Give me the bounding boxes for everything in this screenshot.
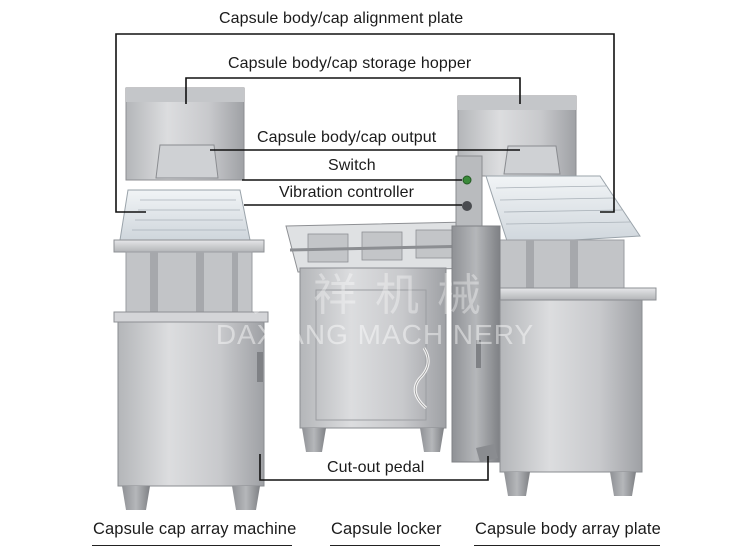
- label-alignment-plate: Capsule body/cap alignment plate: [217, 9, 466, 29]
- right-plate-grid: [495, 185, 631, 225]
- left-output-chute: [155, 144, 219, 179]
- left-alignment-plate: [119, 189, 251, 241]
- right-inner-posts: [526, 240, 578, 296]
- right-inner-frame: [499, 239, 625, 297]
- left-table-top: [113, 239, 265, 253]
- leader-storage-hopper: [185, 77, 521, 104]
- vibration-knob: [462, 201, 472, 211]
- left-cabinet-lip: [113, 311, 269, 323]
- label-body-array-plate: Capsule body array plate: [475, 520, 661, 538]
- label-vibration-controller: Vibration controller: [277, 183, 417, 203]
- label-cutout-pedal: Cut-out pedal: [325, 458, 427, 478]
- locker-crossbar: [289, 244, 477, 252]
- left-handle: [257, 352, 263, 382]
- watermark-english: DAXIANG MACHINERY: [216, 319, 534, 350]
- left-inner-posts: [150, 252, 238, 312]
- right-pedal: [476, 444, 498, 462]
- right-handle: [476, 340, 481, 368]
- right-cabinet: [499, 299, 643, 473]
- leader-lines: [115, 33, 615, 481]
- underline-capsule-locker: [330, 545, 440, 546]
- cap-array-machine: [113, 87, 269, 510]
- capsule-locker-machine: [285, 221, 481, 452]
- right-control-box: [455, 155, 483, 227]
- left-leg-left: [122, 486, 150, 510]
- label-switch: Switch: [326, 156, 378, 176]
- locker-leg-left: [302, 428, 326, 452]
- label-cap-array-machine: Capsule cap array machine: [93, 520, 297, 538]
- underline-body-array-plate: [474, 545, 660, 546]
- label-output: Capsule body/cap output: [255, 128, 439, 148]
- switch-button: [462, 175, 472, 185]
- label-storage-hopper: Capsule body/cap storage hopper: [226, 54, 474, 74]
- right-output-chute: [503, 145, 561, 175]
- right-leg-left: [504, 472, 530, 496]
- right-hopper-rim: [458, 96, 576, 110]
- right-leg-right: [610, 472, 636, 496]
- underline-cap-array-machine: [92, 545, 292, 546]
- right-table-top: [491, 287, 657, 301]
- left-hopper-rim: [126, 88, 244, 102]
- left-cabinet: [117, 311, 265, 487]
- locker-leg-right: [420, 428, 444, 452]
- body-array-machine: [451, 95, 657, 496]
- leader-alignment-plate: [115, 33, 615, 213]
- left-inner-frame: [125, 251, 253, 313]
- right-alignment-plate: [485, 175, 641, 245]
- label-capsule-locker: Capsule locker: [331, 520, 442, 538]
- left-plate-grid: [132, 199, 246, 231]
- watermark-chinese: 大祥机械: [251, 271, 499, 320]
- locker-cabinet: [299, 267, 447, 429]
- leader-cutout-pedal: [259, 454, 489, 481]
- left-leg-right: [232, 486, 260, 510]
